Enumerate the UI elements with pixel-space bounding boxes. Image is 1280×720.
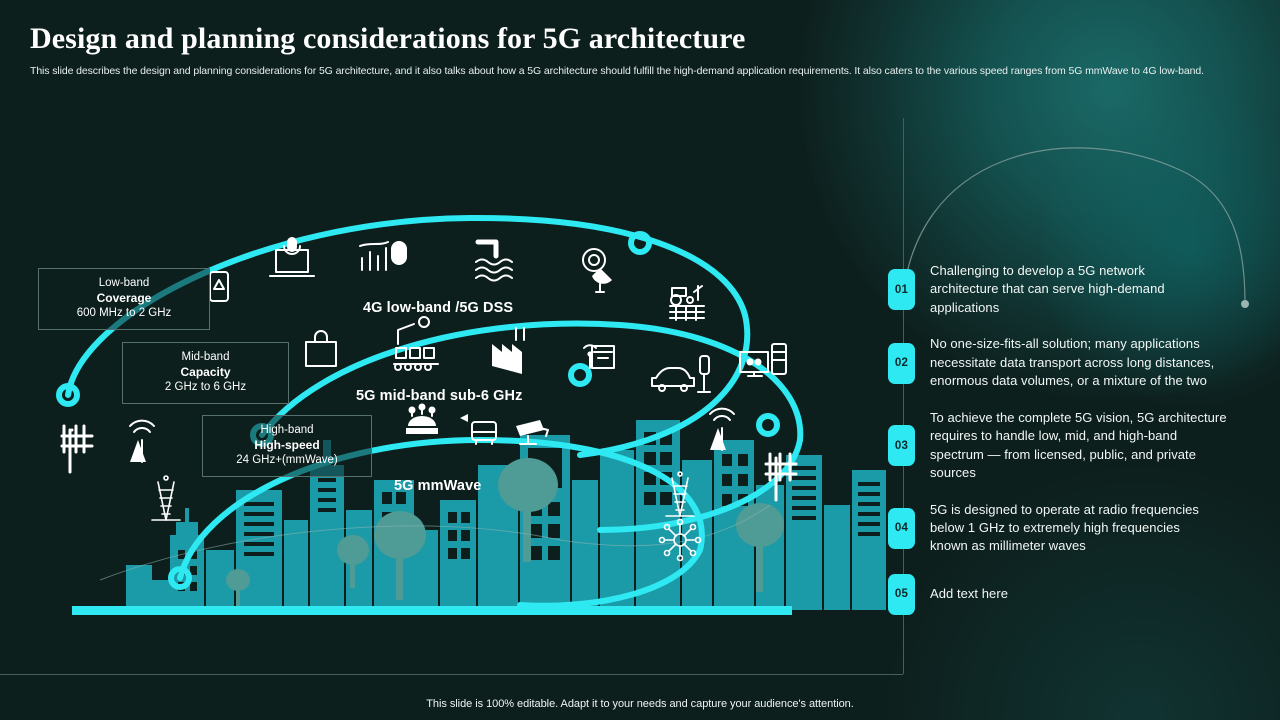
diagram-graphics xyxy=(56,214,886,615)
thin-curve-1 xyxy=(99,525,561,581)
farm-tractor-icon xyxy=(669,285,705,321)
radio-tower-icon xyxy=(151,475,181,521)
info-box-low-band-title: Low-band xyxy=(98,277,150,289)
cell-tower-icon xyxy=(129,419,155,463)
info-box-low-band-range: 600 MHz to 2 GHz xyxy=(76,307,172,320)
list-item-badge: 04 xyxy=(888,507,915,549)
arc-mm-return xyxy=(517,547,703,609)
info-box-high-band-title: High-band xyxy=(260,424,314,436)
footer-note: This slide is 100% editable. Adapt it to… xyxy=(426,698,854,710)
smartphone-warning-icon xyxy=(209,271,229,302)
list-item-text: Challenging to develop a 5G network arch… xyxy=(930,263,1165,315)
briefcase-icon xyxy=(305,330,337,367)
arc-mid-band xyxy=(259,320,804,443)
satellite-dish-icon xyxy=(582,248,612,293)
wind-turbine-icon xyxy=(658,518,702,562)
decorative-arc xyxy=(901,147,1249,311)
antenna-icon xyxy=(60,424,94,474)
band-label-5g-mmwave: 5G mmWave xyxy=(394,478,482,494)
cell-tower-icon-2 xyxy=(709,407,735,451)
robot-arm-conveyor-icon xyxy=(393,316,439,371)
list-item-badge: 03 xyxy=(888,425,915,467)
list-connector-rail xyxy=(903,118,904,674)
antenna-icon-2 xyxy=(764,452,798,502)
list-item-badge: 02 xyxy=(888,342,915,384)
list-item-text: No one-size-fits-all solution; many appl… xyxy=(930,336,1215,389)
page-subtitle: This slide describes the design and plan… xyxy=(30,64,1204,77)
info-box-mid-band: Mid-band Capacity 2 GHz to 6 GHz xyxy=(122,342,289,405)
list-item[interactable]: 03 To achieve the complete 5G vision, 5G… xyxy=(888,409,1268,483)
slide-header: Design and planning considerations for 5… xyxy=(30,22,1252,79)
list-item-text: Add text here xyxy=(930,586,1008,602)
radio-tower-icon-2 xyxy=(665,471,695,517)
info-box-mid-band-range: 2 GHz to 6 GHz xyxy=(164,381,247,394)
list-item-badge: 05 xyxy=(888,573,915,615)
arc-low-return xyxy=(577,312,751,458)
list-item[interactable]: 01 Challenging to develop a 5G network a… xyxy=(888,262,1268,317)
drone-icon xyxy=(406,403,438,434)
info-box-low-band: Low-band Coverage 600 MHz to 2 GHz xyxy=(38,268,210,331)
arc-mid-return xyxy=(597,437,803,533)
tree-icons xyxy=(226,458,784,610)
list-item[interactable]: 05 Add text here xyxy=(888,573,1268,615)
info-box-mid-band-trait: Capacity xyxy=(180,364,231,379)
chart-mouse-icon xyxy=(359,241,407,271)
footer-divider xyxy=(0,674,903,675)
water-pipe-icon xyxy=(475,239,513,282)
car-traffic-light-icon xyxy=(651,355,711,393)
list-item-badge: 01 xyxy=(888,269,915,311)
list-item-text: To achieve the complete 5G vision, 5G ar… xyxy=(930,409,1227,481)
cctv-camera-icon xyxy=(516,420,549,445)
band-label-4g-low: 4G low-band /5G DSS xyxy=(363,300,514,316)
bus-stop-icon xyxy=(460,414,497,445)
info-box-high-band: High-band High-speed 24 GHz+(mmWave) xyxy=(202,415,372,478)
band-label-5g-mid: 5G mid-band sub-6 GHz xyxy=(356,388,523,404)
page-title: Design and planning considerations for 5… xyxy=(30,22,746,55)
laptop-microphone-icon xyxy=(269,237,315,277)
smart-store-icon xyxy=(583,344,615,369)
ground-bar xyxy=(72,606,792,615)
info-box-high-band-range: 24 GHz+(mmWave) xyxy=(236,454,338,467)
list-item-text: 5G is designed to operate at radio frequ… xyxy=(930,501,1199,554)
info-box-low-band-trait: Coverage xyxy=(96,290,152,305)
list-item[interactable]: 02 No one-size-fits-all solution; many a… xyxy=(888,335,1268,390)
list-item[interactable]: 04 5G is designed to operate at radio fr… xyxy=(888,501,1268,556)
network-diagram: 4G low-band /5G DSS 5G mid-band sub-6 GH… xyxy=(0,110,905,630)
info-box-mid-band-title: Mid-band xyxy=(181,351,230,363)
info-box-high-band-trait: High-speed xyxy=(254,437,320,452)
thin-curve-2 xyxy=(559,504,771,547)
monitor-server-icon xyxy=(739,343,787,377)
factory-icon xyxy=(492,327,525,374)
considerations-list: 01 Challenging to develop a 5G network a… xyxy=(888,262,1268,633)
city-skyline-icon xyxy=(126,420,886,610)
